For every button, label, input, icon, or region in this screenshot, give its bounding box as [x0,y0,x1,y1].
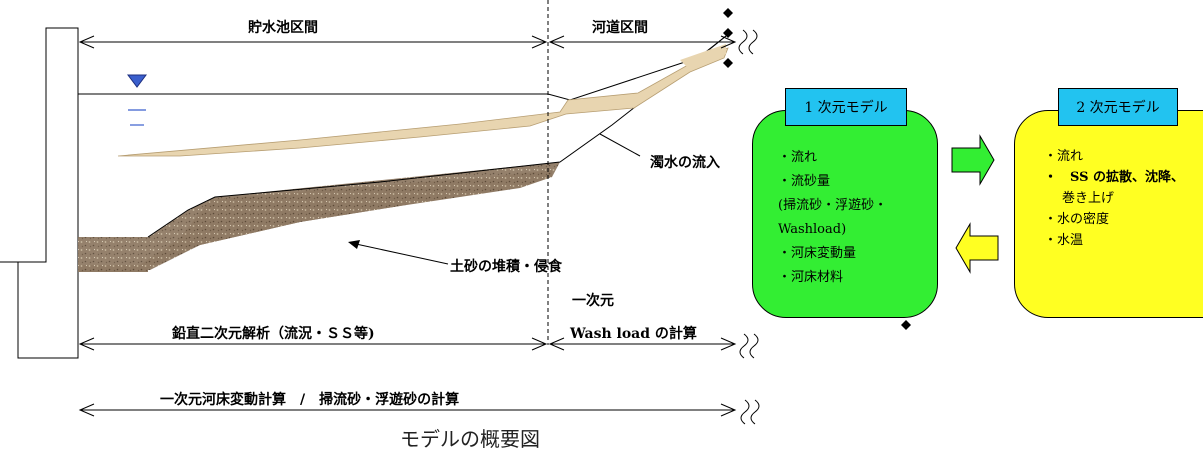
model-1d-box [752,110,938,318]
figure-caption: モデルの概要図 [400,427,540,451]
model-1d-item: (掃流砂・浮遊砂・ [778,198,888,213]
dam-structure [17,27,79,359]
model-2d-item: ・水の密度 [1044,212,1110,227]
arrow-left-icon [955,222,999,274]
diamond-icon [723,58,733,68]
model-1d-items: ・流れ ・流砂量 (掃流砂・浮遊砂・ Washload) ・河床変動量 ・河床材… [778,146,887,290]
model-2d-items: ・流れ ・ SS の拡散、沈降、 巻き上げ ・水の密度 ・水温 [1044,146,1184,251]
diamond-icon [723,28,733,38]
model-2d-title: 2 次元モデル [1058,88,1178,126]
diamond-icon [901,320,911,330]
model-2d-item: ・流れ [1044,149,1084,164]
arrow-right-icon [951,134,995,186]
model-1d-item: ・河床変動量 [778,246,857,261]
washload-calc-label: Wash load の計算 [569,325,697,342]
sand-deposit [117,47,729,157]
model-2d-item: 巻き上げ [1062,191,1115,206]
reservoir-section-label: 貯水池区間 [248,19,318,36]
model-1d-item: ・流れ [778,150,818,165]
one-dim-label: 一次元 [572,292,614,309]
water-surface-line [78,35,727,101]
sediment-pointer [355,243,449,265]
turbid-inflow-label: 濁水の流入 [650,154,720,171]
model-2d-item: ・ SS の拡散、沈降、 [1044,170,1185,185]
vertical-2d-label: 鉛直二次元解析（流況・ＳＳ等) [172,325,375,342]
sediment-label: 土砂の堆積・侵食 [450,258,563,275]
model-2d-item: ・水温 [1044,233,1084,248]
river-section-label: 河道区間 [592,19,648,36]
model-1d-item: ・河床材料 [778,270,844,285]
break-symbol-icon [740,399,760,425]
break-symbol-icon [739,333,759,359]
model-1d-item: Washload) [778,222,847,237]
model-2d-box [1014,110,1203,318]
water-level-marker-icon [127,74,147,88]
model-1d-item: ・流砂量 [778,174,831,189]
model-1d-title: 1 次元モデル [785,88,907,126]
diamond-icon [723,8,733,18]
break-symbol-icon [738,29,758,55]
bed-change-calc-label: 一次元河床変動計算 / 掃流砂・浮遊砂の計算 [160,391,459,408]
turbid-inflow-pointer [599,133,641,157]
